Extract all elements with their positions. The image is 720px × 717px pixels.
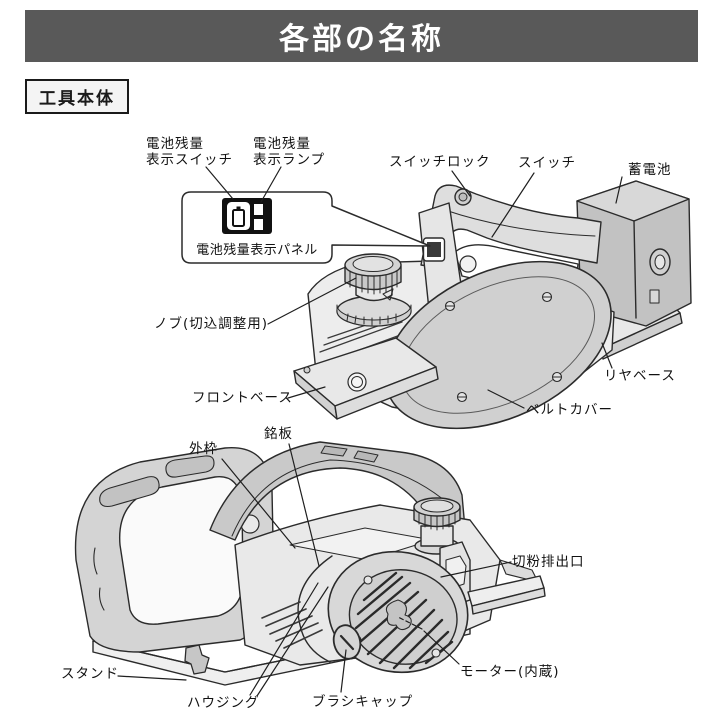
leader-knob bbox=[267, 277, 357, 325]
label-housing: ハウジング bbox=[187, 695, 260, 711]
front-base-drawing bbox=[293, 337, 439, 420]
label-chip-port: 切粉排出口 bbox=[512, 554, 585, 570]
leader-motor-dashed bbox=[397, 616, 423, 630]
label-switch-lock: スイッチロック bbox=[389, 154, 491, 170]
leader-battery-switch bbox=[205, 166, 234, 200]
planer-illustration-side bbox=[181, 180, 692, 430]
label-rear-base: リヤベース bbox=[604, 368, 676, 384]
leader-outer-frame bbox=[221, 458, 296, 549]
label-stand: スタンド bbox=[61, 666, 119, 682]
leader-nameplate bbox=[288, 443, 320, 567]
depth-knob-rear-drawing bbox=[413, 497, 461, 555]
leader-rear-base bbox=[601, 342, 613, 369]
label-belt-cover: ベルトカバー bbox=[526, 402, 613, 418]
handle-drawing bbox=[420, 184, 602, 269]
label-battery-display-panel: 電池残量表示パネル bbox=[196, 243, 318, 258]
battery-lamp-icon bbox=[254, 204, 263, 230]
label-outer-frame: 外枠 bbox=[189, 441, 218, 457]
arch-handle-drawing bbox=[209, 441, 467, 541]
brush-cap-drawing bbox=[332, 624, 362, 660]
section-label: 工具本体 bbox=[39, 89, 115, 109]
label-front-base: フロントベース bbox=[192, 390, 293, 406]
leader-stand bbox=[117, 675, 187, 681]
leader-brush-cap bbox=[340, 649, 347, 693]
leader-front-base bbox=[287, 386, 326, 399]
front-post-drawing bbox=[418, 202, 477, 311]
battery-icon bbox=[232, 206, 245, 227]
stand-drawing bbox=[184, 644, 210, 675]
page-title: 各部の名称 bbox=[279, 22, 444, 57]
leader-switch-lock bbox=[451, 170, 471, 197]
label-switch: スイッチ bbox=[518, 155, 576, 171]
leader-battery-lamp bbox=[260, 166, 282, 203]
label-brush-cap: ブラシキャップ bbox=[312, 694, 414, 710]
belt-cover-drawing bbox=[384, 260, 612, 430]
header-bar: 各部の名称 bbox=[25, 10, 698, 62]
leader-chip-port bbox=[440, 561, 512, 578]
leader-lines bbox=[117, 166, 623, 697]
label-battery-switch: 電池残量 表示スイッチ bbox=[146, 136, 233, 168]
leader-housing bbox=[249, 582, 329, 697]
leader-switch bbox=[491, 172, 535, 238]
label-knob: ノブ(切込調整用) bbox=[154, 316, 269, 332]
belt-cover-screws bbox=[444, 291, 563, 403]
label-nameplate: 銘板 bbox=[264, 426, 293, 442]
battery-pack-drawing bbox=[576, 180, 692, 327]
planer-illustration-rear bbox=[74, 441, 546, 686]
section-label-box: 工具本体 bbox=[25, 79, 129, 114]
motor-center-drawing bbox=[385, 599, 412, 631]
knob-drawing bbox=[336, 253, 412, 327]
label-battery-lamp: 電池残量 表示ランプ bbox=[253, 136, 326, 168]
label-battery: 蓄電池 bbox=[628, 162, 672, 178]
leader-battery bbox=[615, 176, 623, 204]
callout-box bbox=[181, 191, 431, 264]
rear-handle-loop-drawing bbox=[74, 447, 275, 653]
label-motor: モーター(内蔵) bbox=[460, 664, 560, 680]
leader-belt-cover bbox=[487, 389, 525, 409]
motor-housing-drawing bbox=[327, 550, 469, 674]
leader-motor-solid bbox=[423, 630, 460, 665]
